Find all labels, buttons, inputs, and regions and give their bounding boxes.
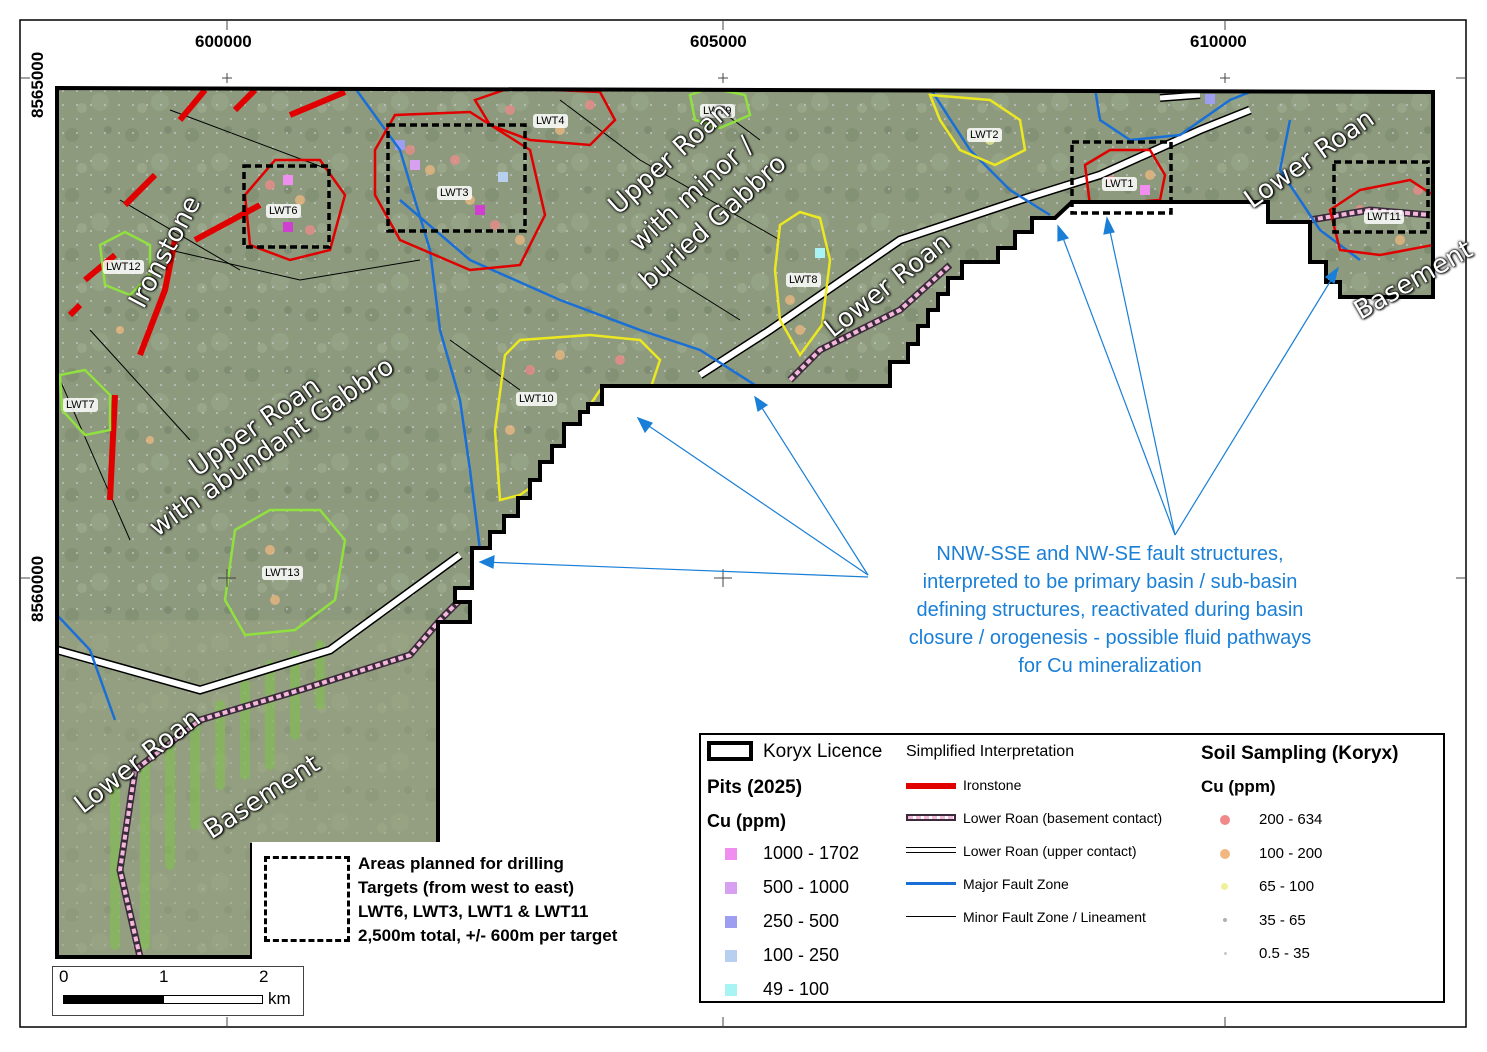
pit-marker — [1140, 185, 1150, 195]
pit-class-label: 100 - 250 — [763, 945, 840, 965]
pit-class-label: 250 - 500 — [763, 911, 840, 931]
soil-class-swatch — [1221, 883, 1228, 890]
annotation-line: closure / orogenesis - possible fluid pa… — [908, 627, 1312, 649]
pit-class-swatch — [725, 848, 737, 860]
pit-marker — [410, 160, 420, 170]
fault-annotation: NNW-SSE and NW-SE fault structures, inte… — [860, 540, 1360, 680]
licence-symbol — [707, 741, 753, 761]
drilling-note — [252, 842, 696, 962]
soil-class-label: 100 - 200 — [1259, 845, 1323, 862]
map-legend: Koryx Licence Pits (2025) Cu (ppm) 1000 … — [699, 733, 1445, 1003]
drilling-area-lwt11 — [1332, 160, 1430, 234]
soil-class-label: 35 - 65 — [1259, 912, 1306, 929]
soil-class-label: 65 - 100 — [1259, 878, 1315, 895]
interpretation-label: Major Fault Zone — [963, 876, 1069, 892]
pit-class-label: 500 - 1000 — [763, 877, 850, 897]
interpretation-label: Lower Roan (upper contact) — [963, 843, 1137, 859]
legend-licence-label: Koryx Licence — [763, 741, 883, 762]
target-label: LWT4 — [533, 114, 568, 128]
pit-class-swatch — [725, 916, 737, 928]
target-label: LWT7 — [63, 398, 98, 412]
drilling-note-text: Areas planned for drilling Targets (from… — [358, 852, 617, 948]
annotation-line: for Cu mineralization — [1018, 655, 1202, 677]
pit-marker — [475, 205, 485, 215]
target-label: LWT3 — [437, 186, 472, 200]
annotation-line: interpreted to be primary basin / sub-ba… — [922, 571, 1298, 593]
drilling-area-symbol — [264, 856, 350, 942]
scale-tick-label: 0 — [59, 967, 69, 986]
pit-class-label: 49 - 100 — [763, 979, 830, 999]
drilling-note-line: Areas planned for drilling — [358, 854, 564, 873]
koryx-licence-boundary — [55, 85, 1435, 959]
drilling-note-line: Targets (from west to east) — [358, 878, 575, 897]
target-label: LWT2 — [967, 128, 1002, 142]
legend-pits-unit: Cu (ppm) — [707, 811, 786, 831]
scale-unit: km — [268, 989, 291, 1008]
target-label: LWT9 — [700, 104, 735, 118]
minor-fault-symbol — [906, 916, 956, 917]
pit-marker — [1205, 94, 1215, 104]
soil-class-swatch — [1223, 918, 1227, 922]
drilling-note-line: LWT6, LWT3, LWT1 & LWT11 — [358, 902, 589, 921]
x-coord-label: 600000 — [195, 32, 252, 51]
target-label: LWT6 — [266, 204, 301, 218]
scale-tick-label: 1 — [159, 967, 169, 986]
pit-class-swatch — [725, 882, 737, 894]
soil-class-swatch — [1224, 952, 1227, 955]
soil-class-label: 0.5 - 35 — [1259, 945, 1310, 962]
drilling-area-lwt1 — [1070, 140, 1173, 215]
x-coord-label: 610000 — [1190, 32, 1247, 51]
y-coord-label: 8560000 — [28, 555, 47, 622]
target-label: LWT8 — [786, 273, 821, 287]
legend-soil-title: Soil Sampling (Koryx) — [1201, 743, 1399, 764]
pit-marker — [815, 248, 825, 258]
annotation-line: NNW-SSE and NW-SE fault structures, — [936, 543, 1284, 565]
legend-interpretation-title: Simplified Interpretation — [906, 743, 1075, 760]
pit-marker — [283, 175, 293, 185]
drilling-area-lwt3 — [386, 123, 527, 233]
pit-class-label: 1000 - 1702 — [763, 843, 860, 863]
y-coord-label: 8565000 — [28, 51, 47, 118]
scale-bar: 0 1 2 km — [52, 966, 304, 1016]
target-label: LWT10 — [516, 392, 557, 406]
pit-class-swatch — [725, 984, 737, 996]
target-label: LWT1 — [1102, 177, 1137, 191]
legend-soil-unit: Cu (ppm) — [1201, 777, 1276, 796]
annotation-line: defining structures, reactivated during … — [916, 599, 1304, 621]
ironstone-symbol — [906, 783, 956, 789]
interpretation-label: Lower Roan (basement contact) — [963, 810, 1163, 826]
drilling-area-lwt6 — [242, 164, 331, 249]
pit-class-swatch — [725, 950, 737, 962]
scale-segment-light — [163, 995, 263, 1004]
upper-contact-symbol — [906, 847, 956, 853]
legend-pits-title: Pits (2025) — [707, 777, 803, 798]
pit-marker — [498, 172, 508, 182]
scale-segment-dark — [63, 995, 163, 1004]
target-label: LWT13 — [262, 566, 303, 580]
soil-class-label: 200 - 634 — [1259, 811, 1323, 828]
x-coord-label: 605000 — [690, 32, 747, 51]
pit-marker — [283, 222, 293, 232]
basement-contact-symbol — [906, 814, 956, 821]
target-label: LWT12 — [103, 260, 144, 274]
pit-marker — [395, 140, 405, 150]
interpretation-label: Ironstone — [963, 777, 1022, 793]
major-fault-symbol — [906, 882, 956, 885]
drilling-note-line: 2,500m total, +/- 600m per target — [358, 926, 618, 945]
target-label: LWT11 — [1364, 210, 1404, 224]
interpretation-label: Minor Fault Zone / Lineament — [963, 909, 1146, 925]
soil-class-swatch — [1220, 815, 1230, 825]
soil-class-swatch — [1220, 849, 1230, 859]
scale-tick-label: 2 — [259, 967, 269, 986]
